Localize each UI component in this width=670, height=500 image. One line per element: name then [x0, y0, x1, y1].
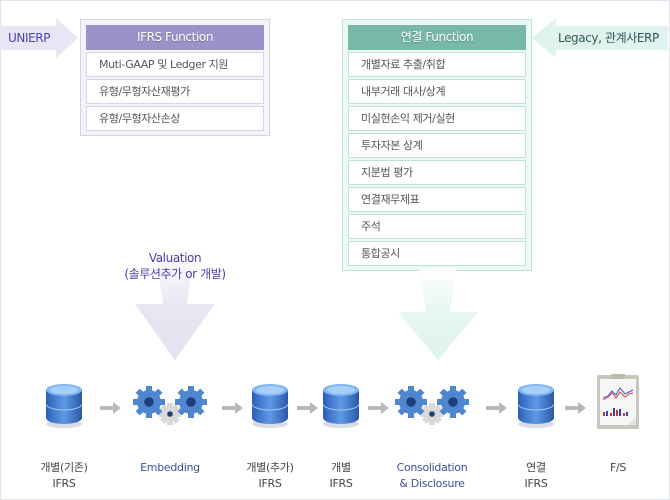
consolidation-function-item: 미실현손익 제거/실현 [348, 106, 526, 131]
consolidation-function-item: 지분법 평가 [348, 160, 526, 185]
unierp-label: UNIERP [8, 31, 51, 45]
flow-arrow-icon [368, 400, 390, 414]
database-icon [44, 382, 84, 434]
legacy-source-arrow: Legacy, 관계사ERP [532, 18, 668, 58]
unierp-source-arrow: UNIERP [0, 18, 80, 58]
flow-node-label: Embedding [120, 460, 220, 476]
flow-node-label-line1: 연결 [526, 461, 546, 474]
flow-node [321, 382, 361, 434]
database-icon [321, 382, 361, 434]
ifrs-function-title: IFRS Function [86, 25, 264, 50]
ifrs-function-item: Muti-GAAP 및 Ledger 지원 [86, 52, 264, 77]
ifrs-function-box: IFRS Function Muti-GAAP 및 Ledger 지원 유형/무… [80, 19, 270, 136]
consolidation-down-arrow-icon [398, 268, 478, 360]
ifrs-function-item: 유형/무형자산재평가 [86, 79, 264, 104]
flow-arrow-icon [565, 400, 587, 414]
right-arrow-icon [0, 18, 78, 58]
flow-node-label-line1: 개별 [331, 461, 351, 474]
flow-node [250, 382, 290, 434]
flow-node-label-line1: Consolidation [396, 461, 468, 474]
flow-node [44, 382, 84, 434]
consolidation-function-item: 투자자본 상계 [348, 133, 526, 158]
flow-node-label-line1: 개별(기존) [40, 461, 88, 474]
flow-node-label: Consolidation & Disclosure [382, 460, 482, 492]
left-arrow-icon [532, 18, 668, 58]
valuation-label: Valuation (솔루션추가 or 개발) [100, 250, 250, 282]
flow-node-label-line2: & Disclosure [399, 477, 465, 490]
consolidation-function-title: 연결 Function [348, 25, 526, 50]
flow-node-label-line1: F/S [609, 461, 627, 474]
database-icon [250, 382, 290, 434]
flow-arrow-icon [486, 400, 508, 414]
consolidation-function-item: 연결재무제표 [348, 187, 526, 212]
valuation-subtitle: (솔루션추가 or 개발) [124, 267, 226, 281]
flow-node-label-line1: 개별(추가) [246, 461, 294, 474]
ifrs-function-item: 유형/무형자산손상 [86, 106, 264, 131]
flow-node-label: 개별(기존) IFRS [14, 460, 114, 492]
flow-node-label-line2: IFRS [329, 477, 353, 490]
flow-node-label-line2: IFRS [52, 477, 76, 490]
consolidation-function-item: 주석 [348, 214, 526, 239]
flow-arrow-icon [222, 400, 244, 414]
consolidation-function-box: 연결 Function 개별자료 추출/취합 내부거래 대사/상계 미실현손익 … [342, 19, 532, 271]
flow-node [132, 384, 208, 432]
flow-node-label: F/S [568, 460, 668, 476]
flow-node-label-line2: IFRS [258, 477, 282, 490]
flow-node-label: 연결 IFRS [486, 460, 586, 492]
consolidation-function-item: 개별자료 추출/취합 [348, 52, 526, 77]
flow-node [394, 384, 470, 432]
gears-icon [394, 384, 470, 432]
consolidation-function-item: 내부거래 대사/상계 [348, 79, 526, 104]
flow-arrow-icon [100, 400, 122, 414]
financial-statement-report-icon [596, 374, 640, 434]
flow-node-label-line2: IFRS [524, 477, 548, 490]
flow-node [516, 382, 556, 434]
flow-node [596, 374, 640, 434]
consolidation-function-item: 통합공시 [348, 241, 526, 266]
flow-node-label-line1: Embedding [140, 461, 200, 474]
valuation-title: Valuation [148, 251, 202, 265]
flow-arrow-icon [297, 400, 319, 414]
flow-node-label: 개별 IFRS [291, 460, 391, 492]
valuation-down-arrow-icon [135, 248, 215, 360]
flow-node-label: 개별(추가) IFRS [220, 460, 320, 492]
legacy-label: Legacy, 관계사ERP [558, 31, 659, 45]
database-icon [516, 382, 556, 434]
gears-icon [132, 384, 208, 432]
